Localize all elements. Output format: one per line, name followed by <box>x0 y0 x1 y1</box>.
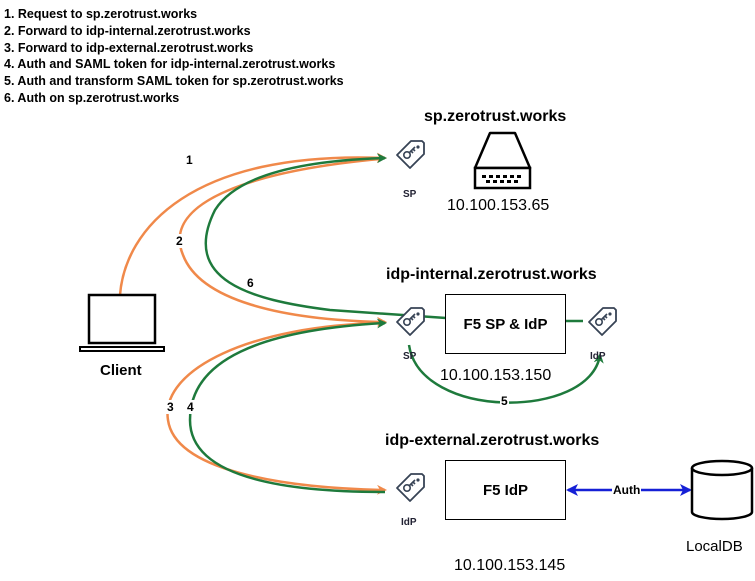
edge-1-request-to-sp <box>118 152 387 296</box>
edge-2-forward-to-idp-internal <box>178 157 387 327</box>
idp-internal-sp-tag-icon <box>396 307 425 336</box>
legend-item-6: 6. Auth on sp.zerotrust.works <box>4 90 180 105</box>
step-3-label: 3 <box>166 400 175 414</box>
idp-external-title: idp-external.zerotrust.works <box>385 432 600 449</box>
f5-idp-label: F5 IdP <box>482 481 528 499</box>
legend: 1. Request to sp.zerotrust.works 2. Forw… <box>4 6 344 107</box>
legend-item-1: 1. Request to sp.zerotrust.works <box>4 7 198 21</box>
laptop-icon <box>79 293 165 352</box>
idp-internal-sp-tag-label: SP <box>403 351 417 362</box>
step-4-label: 4 <box>186 400 195 414</box>
idp-internal-idp-tag-label: IdP <box>590 351 606 362</box>
legend-item-4: 4. Auth and SAML token for idp-internal.… <box>4 57 336 72</box>
idp-external-tag-label: IdP <box>401 517 417 528</box>
sp-title: sp.zerotrust.works <box>424 108 567 125</box>
step-2-label: 2 <box>175 234 184 248</box>
f5-sp-idp-label: F5 SP & IdP <box>463 315 548 333</box>
edge-6-auth-on-sp <box>204 153 447 320</box>
idp-internal-idp-tag-icon <box>588 307 617 336</box>
idp-external-ip: 10.100.153.145 <box>454 557 566 574</box>
f5-sp-idp-box: F5 SP & IdP <box>445 294 566 354</box>
edge-4-auth-saml-token-internal <box>188 318 387 494</box>
localdb-label: LocalDB <box>686 538 743 555</box>
step-5-label: 5 <box>500 394 509 408</box>
auth-label: Auth <box>612 483 642 497</box>
step-6-label: 6 <box>246 276 255 290</box>
server-icon <box>473 131 532 190</box>
client-label: Client <box>100 362 142 379</box>
idp-internal-ip: 10.100.153.150 <box>440 367 552 384</box>
legend-item-3: 3. Forward to idp-external.zerotrust.wor… <box>4 40 254 55</box>
edge-3-forward-to-idp-external <box>166 321 387 495</box>
step-1-label: 1 <box>185 153 194 167</box>
sp-tag-label: SP <box>403 189 417 200</box>
sp-tag-icon <box>396 140 425 169</box>
idp-internal-title: idp-internal.zerotrust.works <box>386 266 597 283</box>
database-icon <box>690 459 754 521</box>
f5-idp-box: F5 IdP <box>445 460 566 520</box>
legend-item-2: 2. Forward to idp-internal.zerotrust.wor… <box>4 23 251 38</box>
idp-external-idp-tag-icon <box>396 473 425 502</box>
legend-item-5: 5. Auth and transform SAML token for sp.… <box>4 74 344 89</box>
sp-ip: 10.100.153.65 <box>447 197 550 214</box>
